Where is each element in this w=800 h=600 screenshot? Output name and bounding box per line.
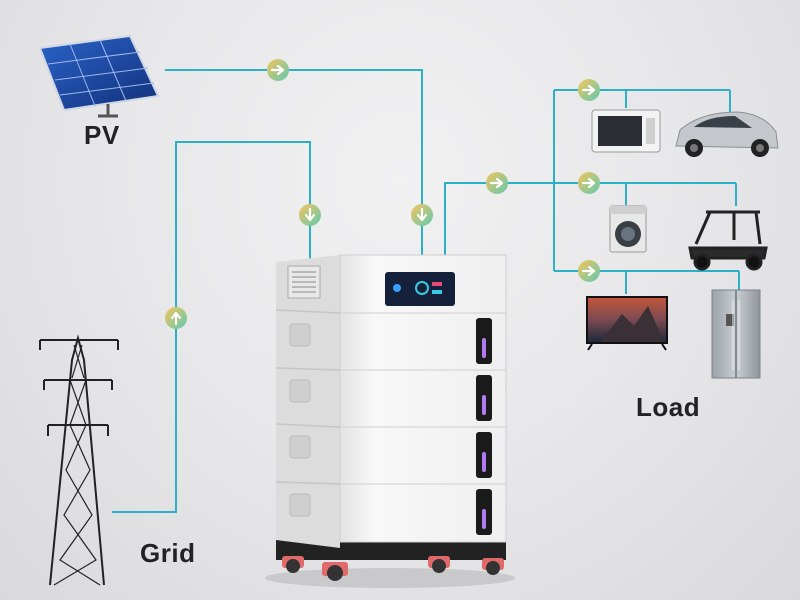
- golf-cart-icon: [688, 210, 768, 271]
- pv-line: [165, 69, 423, 262]
- television-icon: [586, 296, 668, 351]
- load-row3-arrow-icon: [576, 258, 602, 284]
- grid-down-arrow-icon: [297, 202, 323, 228]
- pv-label: PV: [84, 120, 120, 150]
- battery-cabinet-icon: [265, 254, 515, 588]
- status-light-bars: [476, 318, 492, 535]
- grid-up-arrow-icon: [163, 305, 189, 331]
- refrigerator-icon: [711, 289, 761, 379]
- solar-panel-icon: [38, 34, 160, 118]
- load-flow-arrow-icon: [484, 170, 510, 196]
- control-display: [385, 272, 455, 306]
- microwave-icon: [591, 109, 661, 153]
- grid-line: [112, 141, 311, 513]
- pv-flow-arrow-icon: [265, 57, 291, 83]
- grid-label: Grid: [140, 538, 196, 568]
- vent-grille: [287, 265, 321, 299]
- load-label: Load: [636, 392, 701, 422]
- pv-down-arrow-icon: [409, 202, 435, 228]
- transmission-tower-icon: [39, 334, 119, 586]
- load-row1-arrow-icon: [576, 77, 602, 103]
- washing-machine-icon: [609, 205, 647, 253]
- load-line: [444, 182, 554, 262]
- electric-car-icon: [675, 111, 779, 157]
- load-row2-arrow-icon: [576, 170, 602, 196]
